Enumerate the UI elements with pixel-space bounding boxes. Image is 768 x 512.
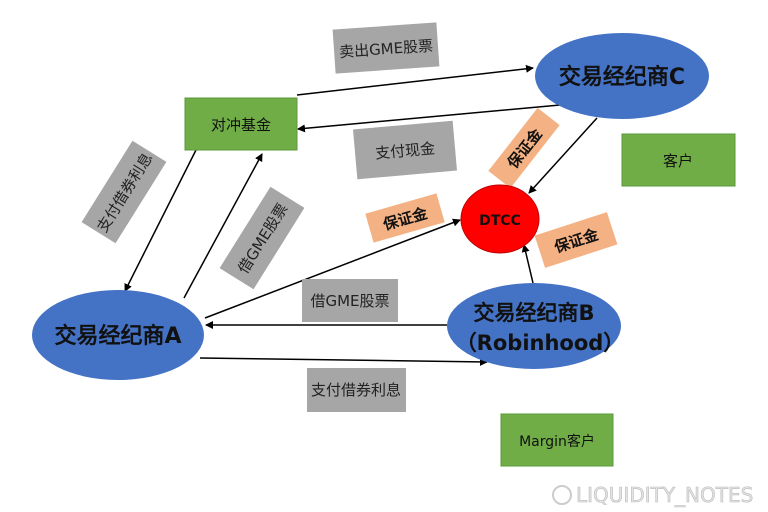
node-broker-a: 交易经纪商A (32, 290, 204, 380)
label-borrow-gme-left: 借GME股票 (219, 186, 305, 290)
node-hedge-fund: 对冲基金 (184, 97, 298, 151)
svg-text:Margin客户: Margin客户 (519, 433, 595, 450)
label-pay-cash: 支付现金 (353, 120, 457, 180)
arrow-a-to-dtcc (204, 218, 461, 319)
arrow-hedge-to-c (296, 64, 534, 96)
label-sell-gme: 卖出GME股票 (332, 22, 440, 74)
svg-text:交易经纪商B: 交易经纪商B (473, 301, 594, 325)
arrow-c-to-dtcc (528, 117, 598, 194)
svg-text:借GME股票: 借GME股票 (310, 292, 389, 310)
svg-text:LIQUIDITY_NOTES: LIQUIDITY_NOTES (576, 483, 753, 507)
label-margin-b: 保证金 (534, 212, 618, 268)
svg-text:交易经纪商C: 交易经纪商C (559, 64, 685, 90)
svg-text:支付借券利息: 支付借券利息 (311, 381, 401, 399)
svg-text:对冲基金: 对冲基金 (211, 116, 271, 134)
label-pay-interest-mid: 支付借券利息 (307, 368, 406, 412)
svg-text:（Robinhood）: （Robinhood） (456, 331, 625, 355)
node-broker-b: 交易经纪商B （Robinhood） (447, 283, 624, 369)
label-margin-a: 保证金 (365, 193, 445, 243)
node-client: 客户 (621, 133, 736, 187)
node-dtcc: DTCC (460, 184, 540, 254)
arrow-a-to-b (199, 357, 488, 366)
arrow-b-to-dtcc (521, 244, 534, 284)
label-margin-c: 保证金 (488, 107, 560, 189)
svg-text:交易经纪商A: 交易经纪商A (54, 323, 181, 349)
label-pay-interest-left: 支付借券利息 (81, 140, 167, 244)
svg-text:支付现金: 支付现金 (374, 139, 435, 162)
weibo-logo-icon (552, 485, 572, 505)
arrow-a-to-hedge (183, 153, 263, 299)
node-broker-c: 交易经纪商C (535, 33, 709, 119)
arrow-c-to-hedge (297, 104, 561, 133)
node-margin-client: Margin客户 (500, 413, 614, 467)
arrow-hedge-to-a (124, 149, 197, 292)
svg-text:客户: 客户 (663, 152, 693, 170)
watermark: LIQUIDITY_NOTES (552, 483, 754, 507)
svg-text:DTCC: DTCC (479, 213, 521, 229)
label-borrow-gme-mid: 借GME股票 (302, 279, 398, 322)
